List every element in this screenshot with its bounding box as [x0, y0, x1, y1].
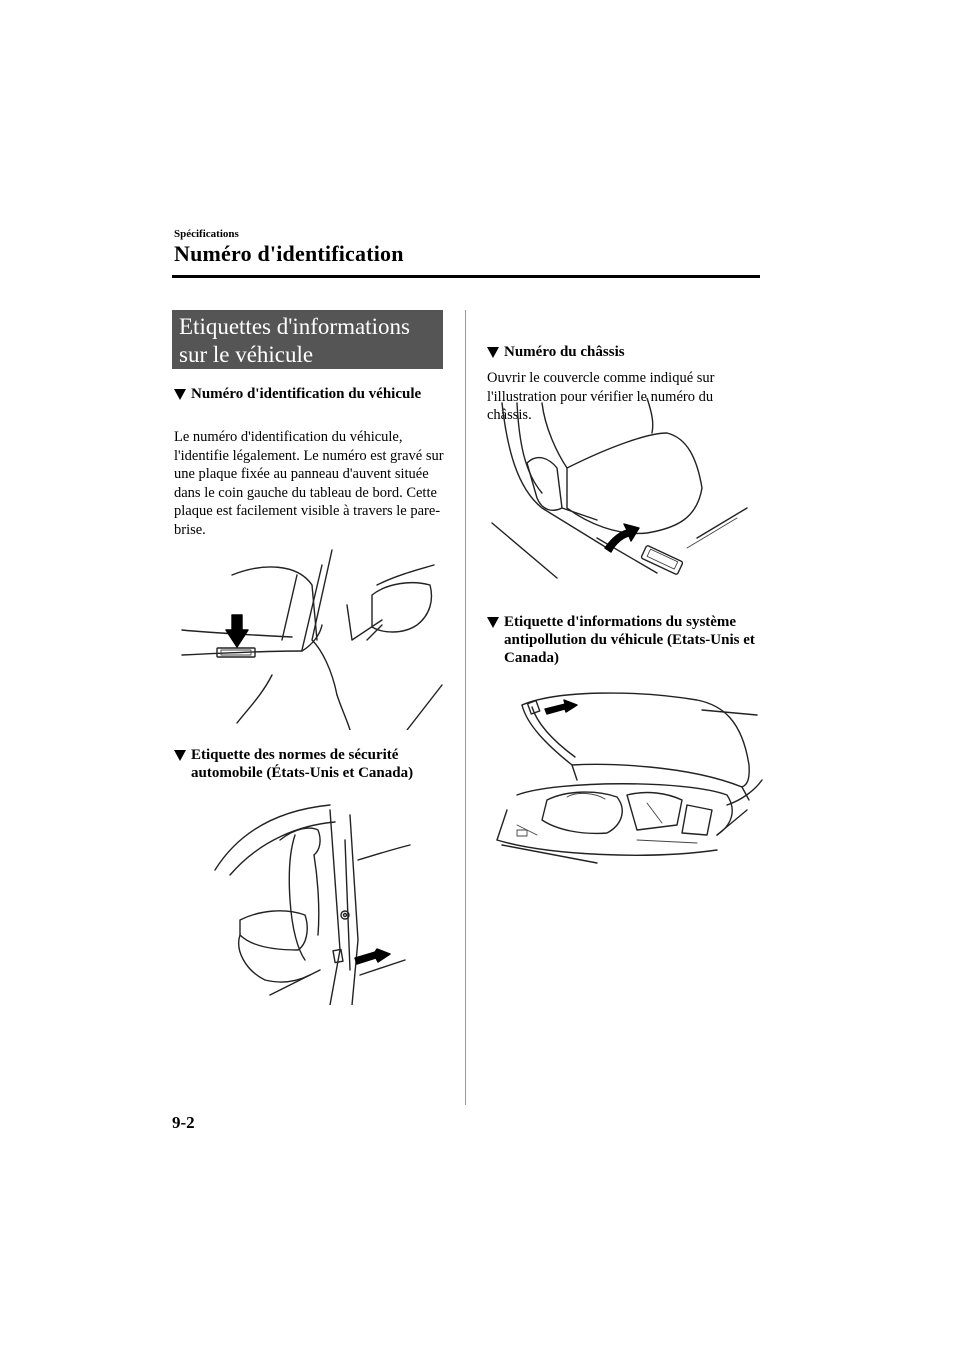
banner-line-1: Etiquettes d'informations [179, 314, 410, 339]
page-title: Numéro d'identification [174, 241, 404, 266]
hood-label-illustration [496, 692, 763, 864]
chassis-number-illustration [491, 398, 748, 579]
section-banner: Etiquettes d'informations sur le véhicul… [172, 310, 443, 369]
vin-plate-illustration [181, 549, 443, 730]
chassis-heading-text: Numéro du châssis [504, 344, 625, 360]
vin-heading: Numéro d'identification du véhicule [174, 385, 444, 403]
chassis-paragraph: Ouvrir le couvercle comme indiqué sur l'… [487, 370, 715, 424]
chassis-heading: Numéro du châssis [487, 343, 762, 361]
emission-label-heading-text: Etiquette d'informations du système anti… [504, 614, 755, 666]
column-divider [465, 310, 466, 1105]
emission-label-heading: Etiquette d'informations du système anti… [487, 613, 762, 667]
vin-heading-text: Numéro d'identification du véhicule [191, 386, 422, 402]
page-number: 9-2 [172, 1113, 195, 1132]
triangle-down-icon [487, 617, 499, 628]
title-rule [172, 275, 760, 278]
section-label: Spécifications [174, 228, 239, 240]
safety-label-heading: Etiquette des normes de sécurité automob… [174, 746, 449, 782]
banner-line-2: sur le véhicule [179, 342, 314, 367]
safety-label-heading-text: Etiquette des normes de sécurité automob… [191, 747, 414, 781]
vin-paragraph: Le numéro d'identification du véhicule, … [174, 429, 444, 538]
door-label-illustration [214, 804, 411, 1005]
triangle-down-icon [487, 347, 499, 358]
triangle-down-icon [174, 389, 186, 400]
triangle-down-icon [174, 750, 186, 761]
